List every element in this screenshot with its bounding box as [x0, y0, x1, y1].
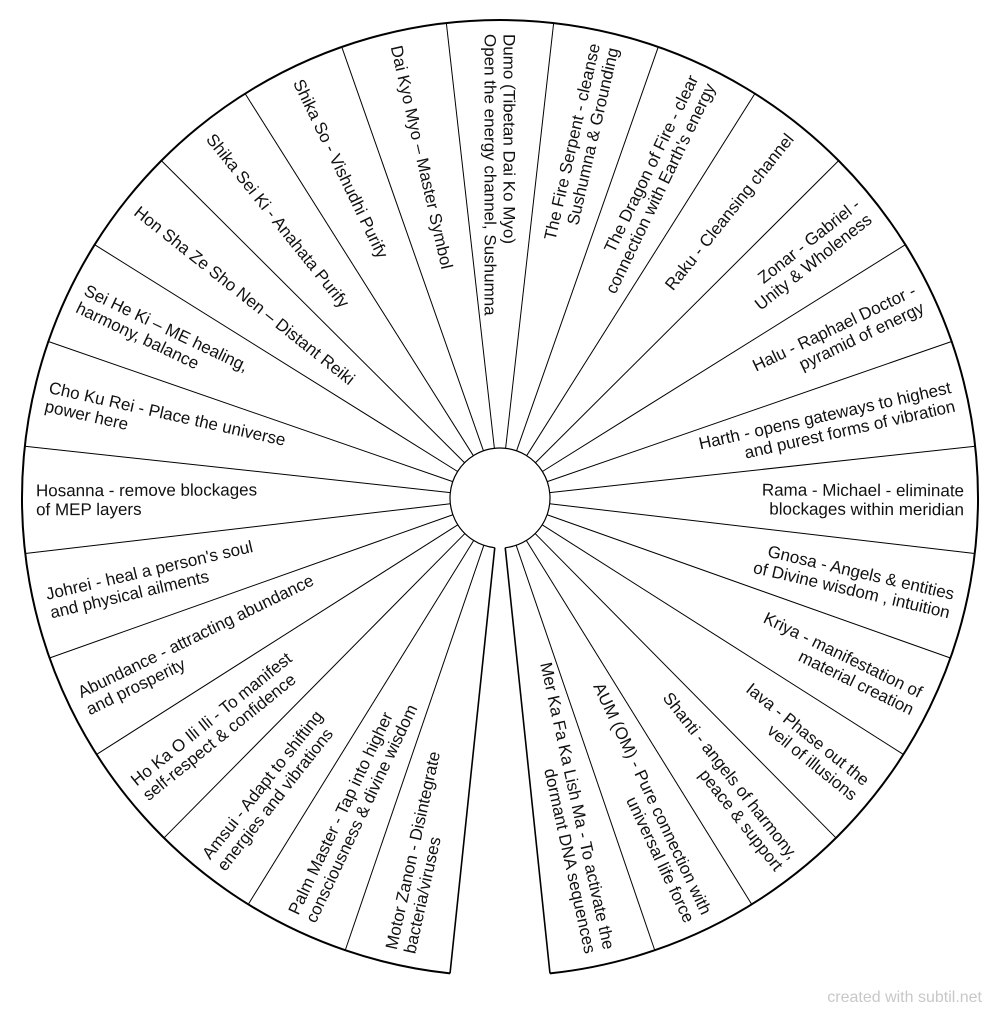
segment-divider [96, 524, 459, 755]
segment-divider [504, 547, 551, 974]
segment-divider [547, 341, 952, 483]
segment-divider [525, 540, 753, 905]
wheel-labels: Motor Zanon - Disintegratebacteria/virus… [36, 34, 964, 955]
segment-label: Sei He Ki – ME healing,harmony, balance [73, 281, 251, 376]
inner-ring [449, 447, 551, 549]
segment-divider [549, 445, 976, 494]
segment-divider [515, 545, 656, 951]
segment-divider [48, 341, 453, 483]
segment-label-line: AUM (OM) - Pure connection with [589, 680, 715, 918]
segment-divider [541, 524, 904, 755]
segment-label-line: Open the energy channel, Sushumna [481, 34, 500, 316]
segment-divider [534, 533, 837, 839]
segment-divider [449, 547, 496, 974]
segment-label-line: Dai Kyo Myo – Master Symbol [387, 44, 457, 271]
segment-divider [505, 22, 555, 449]
segment-divider [94, 244, 458, 472]
segment-label-line: Dumo (Tibetan Dai Ko Myo) [500, 34, 519, 244]
segment-divider [25, 503, 451, 554]
segment-label: Dai Kyo Myo – Master Symbol [387, 44, 457, 271]
outer-ring [21, 18, 979, 975]
segment-divider [163, 533, 466, 839]
segment-divider [247, 540, 475, 905]
segment-divider [516, 46, 659, 451]
segment-divider [244, 93, 474, 456]
credit-watermark: created with subtil.net [827, 989, 982, 1006]
wheel-lines [21, 18, 979, 975]
segment-label-line: of MEP layers [36, 500, 142, 519]
segment-label-line: Shika So - Vishudhi Purify [289, 76, 392, 261]
segment-label: Motor Zanon - Disintegratebacteria/virus… [382, 750, 445, 956]
segment-divider [160, 160, 465, 464]
segment-divider [344, 545, 485, 951]
segment-divider [445, 22, 495, 449]
segment-label: Shika So - Vishudhi Purify [289, 76, 392, 261]
segment-label-line: Rama - Michael - eliminate [762, 481, 964, 501]
segment-divider [546, 514, 951, 659]
segment-label-line: blockages within meridian [769, 500, 964, 520]
segment-label-line: Hosanna - remove blockages [36, 480, 257, 500]
segment-divider [526, 93, 756, 456]
segment-divider [341, 46, 484, 451]
segment-divider [24, 445, 451, 494]
segment-label-line: Iava - Phase out the [742, 679, 872, 789]
segment-label-line: connection with Earth's energy [602, 80, 720, 297]
segment-label-line: Kriya - manifestation of [761, 609, 926, 702]
segment-label: Zonar - Gabriel -Unity & Wholeness [751, 195, 875, 314]
segment-divider [49, 514, 454, 659]
segment-divider [535, 160, 840, 464]
segment-divider [542, 244, 906, 472]
segment-divider [549, 503, 975, 554]
segment-label: Dumo (Tibetan Dai Ko Myo)Open the energy… [481, 34, 519, 316]
